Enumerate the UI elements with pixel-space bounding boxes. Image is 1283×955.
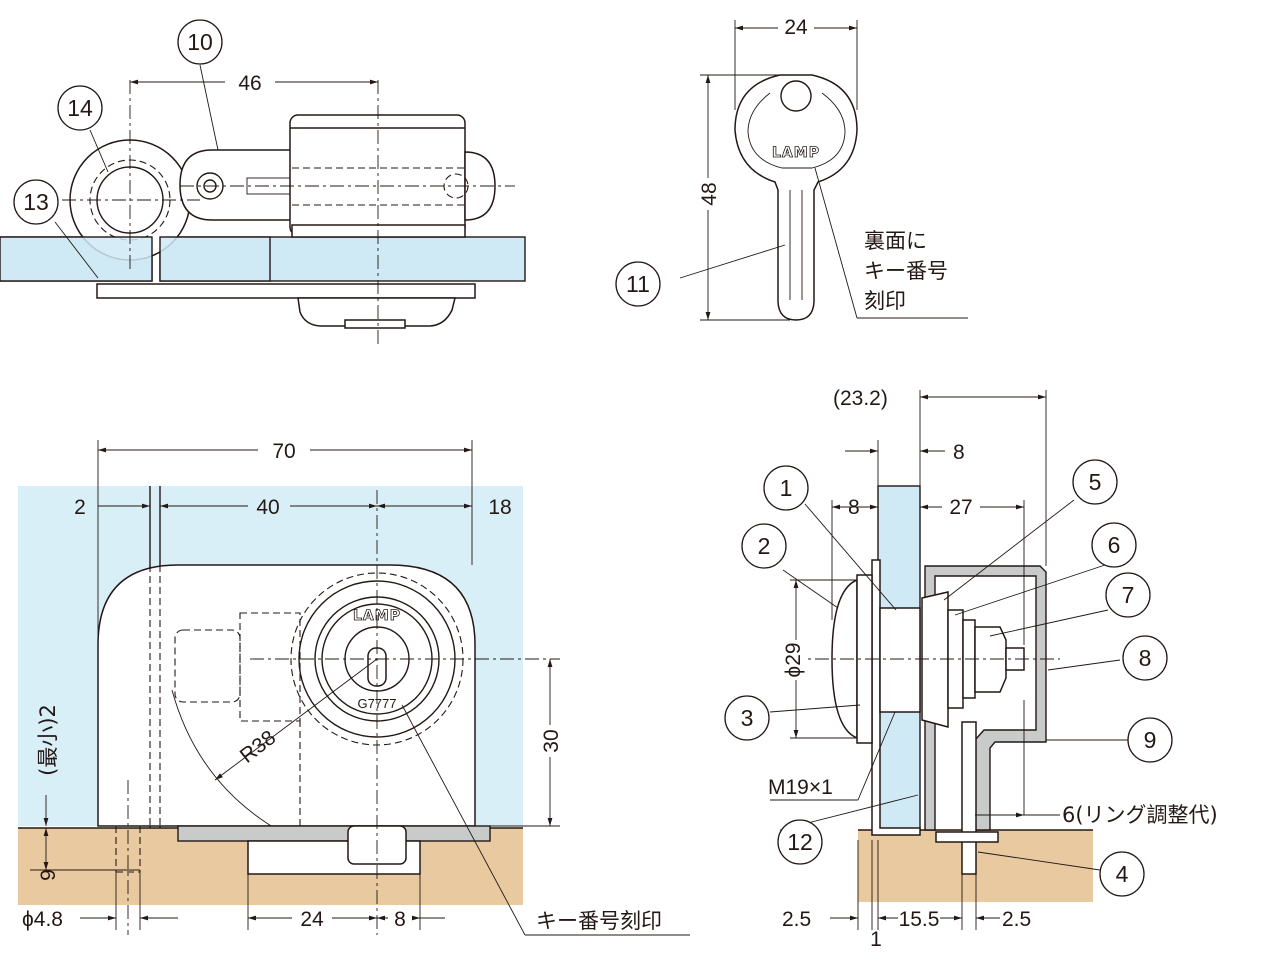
dim-key-24: 24 bbox=[784, 16, 808, 39]
dim-front-hole: ϕ4.8 bbox=[22, 908, 63, 931]
bubble-3 bbox=[724, 695, 770, 741]
bubble-2-label: 2 bbox=[758, 533, 771, 559]
bubble-10 bbox=[177, 19, 223, 65]
dim-key-48: 48 bbox=[698, 182, 721, 205]
bubble-11-label: 11 bbox=[626, 271, 650, 297]
bubble-7 bbox=[1105, 572, 1151, 618]
bubble-4 bbox=[1099, 851, 1145, 897]
bubble-1-label: 1 bbox=[780, 475, 793, 501]
dim-front-8: 8 bbox=[394, 908, 406, 931]
dim-front-30: 30 bbox=[540, 729, 563, 752]
front-view: LAMP G7777 R38 70 2 40 18 3 bbox=[18, 437, 690, 936]
front-bottom-plate bbox=[177, 825, 491, 842]
top-body bbox=[289, 114, 466, 236]
dim-side-8-top: 8 bbox=[953, 441, 965, 464]
bubble-4-label: 4 bbox=[1116, 861, 1129, 887]
dim-top-46: 46 bbox=[238, 72, 261, 95]
bubble-7-label: 7 bbox=[1122, 582, 1135, 608]
dim-side-dia: ϕ29 bbox=[782, 642, 805, 677]
bubble-6 bbox=[1091, 522, 1137, 568]
bubble-6-label: 6 bbox=[1108, 532, 1121, 558]
key-view: LAMP 24 48 11 裏面に キー番号 刻印 bbox=[615, 14, 968, 321]
top-lower-housing bbox=[297, 297, 456, 327]
dim-side-8-left: 8 bbox=[848, 496, 860, 519]
top-lower-nub bbox=[344, 319, 406, 329]
note-key-number-stamp: キー番号刻印 bbox=[536, 909, 662, 933]
note-key-number: キー番号 bbox=[864, 259, 948, 283]
bubble-14 bbox=[57, 85, 103, 131]
note-key-stamp: 刻印 bbox=[864, 289, 906, 313]
top-view: 46 10 14 13 bbox=[0, 19, 526, 345]
bubble-9-label: 9 bbox=[1144, 727, 1157, 753]
top-arm bbox=[179, 149, 293, 221]
dim-side-27: 27 bbox=[949, 496, 972, 519]
dim-side-2-5-right: 2.5 bbox=[1002, 908, 1031, 931]
dim-front-24: 24 bbox=[300, 908, 324, 931]
bubble-13 bbox=[13, 179, 59, 225]
cylinder-brand: LAMP bbox=[353, 608, 401, 624]
bubble-14-label: 14 bbox=[67, 95, 93, 121]
bubble-8-label: 8 bbox=[1139, 645, 1152, 671]
bubble-9 bbox=[1127, 717, 1173, 763]
bubble-12 bbox=[777, 819, 823, 865]
dim-side-total: (23.2) bbox=[833, 387, 888, 410]
dim-front-70: 70 bbox=[272, 440, 295, 463]
bubble-1 bbox=[763, 465, 809, 511]
front-body bbox=[97, 564, 476, 827]
dim-front-40: 40 bbox=[256, 496, 279, 519]
dim-front-2: 2 bbox=[74, 496, 86, 519]
dim-side-2-5-left: 2.5 bbox=[782, 908, 811, 931]
dim-side-1: 1 bbox=[870, 928, 882, 951]
dim-front-gap-min: (最小)2 bbox=[36, 704, 60, 776]
bubble-13-label: 13 bbox=[23, 189, 49, 215]
dim-side-ring: 6(リング調整代) bbox=[1062, 803, 1218, 827]
bubble-5-label: 5 bbox=[1089, 469, 1102, 495]
key-outline bbox=[734, 74, 858, 321]
key-brand: LAMP bbox=[772, 145, 820, 161]
bubble-5 bbox=[1072, 459, 1118, 505]
dim-front-18: 18 bbox=[488, 496, 511, 519]
side-cylinder bbox=[879, 607, 921, 713]
bubble-3-label: 3 bbox=[741, 705, 754, 731]
note-key-back: 裏面に bbox=[864, 229, 927, 253]
bubble-8 bbox=[1122, 635, 1168, 681]
bubble-11 bbox=[615, 261, 661, 307]
dim-front-9: 9 bbox=[37, 869, 60, 881]
side-view: (23.2) 8 8 27 ϕ29 M19×1 6(リング調整代) bbox=[724, 387, 1218, 951]
side-pin bbox=[961, 721, 977, 875]
bubble-12-label: 12 bbox=[787, 829, 813, 855]
bubble-2 bbox=[741, 523, 787, 569]
bubble-10-label: 10 bbox=[187, 29, 213, 55]
dim-side-15-5: 15.5 bbox=[899, 908, 940, 931]
dim-side-thread: M19×1 bbox=[768, 776, 833, 799]
top-bottom-plate bbox=[96, 283, 476, 299]
